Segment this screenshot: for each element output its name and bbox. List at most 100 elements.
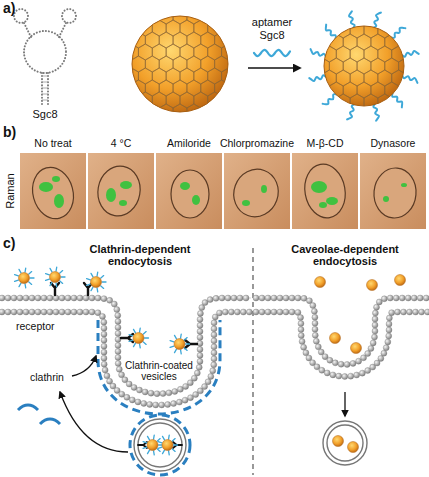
aptamer-strand	[91, 287, 93, 290]
lipid-head	[165, 401, 171, 407]
lipid-head	[271, 295, 277, 301]
reaction-arrow	[248, 67, 300, 69]
lipid-head	[315, 344, 321, 350]
nanoparticle-dot	[348, 442, 359, 453]
lipid-head	[101, 337, 107, 343]
lipid-head	[59, 295, 65, 301]
clathrin-coat	[98, 320, 220, 414]
raman-signal	[119, 200, 127, 206]
receptor-symbol	[185, 340, 197, 348]
aptamer-strand	[174, 444, 178, 445]
lipid-head	[101, 349, 107, 355]
lipid-head	[374, 304, 380, 310]
cell-membrane	[0, 295, 429, 408]
lipid-head	[11, 295, 17, 301]
lipid-head	[336, 373, 342, 379]
raman-signal	[180, 182, 190, 190]
aptamer-strand	[134, 343, 136, 346]
lipid-head	[344, 361, 350, 367]
lipid-head	[23, 295, 29, 301]
aptamer-strand	[143, 342, 146, 345]
aptamer-strand	[172, 439, 175, 442]
aptamer-strand	[24, 268, 26, 272]
raman-image	[88, 153, 154, 229]
lipid-head	[312, 314, 318, 320]
raman-signal	[319, 202, 327, 208]
aptamer-strand	[163, 450, 165, 453]
lipid-head	[99, 313, 105, 319]
particle-rim	[324, 26, 404, 106]
panel-label: c)	[3, 236, 15, 252]
lipid-head	[213, 295, 219, 301]
panel-label: a)	[3, 1, 15, 17]
lipid-head	[425, 309, 429, 315]
lipid-head	[283, 295, 289, 301]
aptamer-strand	[24, 284, 26, 288]
lipid-head	[211, 338, 217, 344]
aptamer-name: Sgc8	[32, 108, 57, 120]
aptamer-strand	[254, 50, 290, 56]
lipid-head	[136, 387, 142, 393]
lipid-head	[211, 326, 217, 332]
lipid-head	[411, 295, 417, 301]
lipid-head	[141, 400, 147, 406]
raman-signal	[311, 181, 327, 193]
lipid-layer	[0, 309, 252, 408]
lipid-head	[327, 357, 333, 363]
lipid-head	[5, 295, 11, 301]
aptamer-strand	[101, 276, 104, 279]
lipid-head	[386, 321, 392, 327]
raman-signal	[106, 188, 116, 202]
receptor-symbol	[84, 283, 92, 295]
lipid-head	[101, 361, 107, 367]
lipid-head	[53, 295, 59, 301]
lipid-head	[114, 307, 120, 313]
aptamer-strand	[46, 279, 50, 280]
aptamer-strand	[19, 269, 21, 272]
hairpin-stem	[24, 23, 31, 37]
lipid-head	[271, 309, 277, 315]
bilayer-guide	[256, 298, 428, 365]
lipid-head	[207, 297, 213, 303]
aptamer-strand	[15, 275, 19, 276]
lipid-head	[289, 309, 295, 315]
aptamer-strand	[55, 267, 57, 271]
image-background	[292, 153, 358, 229]
lipid-head	[65, 295, 71, 301]
divider-line	[252, 248, 253, 475]
image-background	[224, 153, 290, 229]
lipid-head	[116, 366, 122, 372]
lipid-head	[176, 399, 182, 405]
lipid-head	[211, 344, 217, 350]
lipid-head	[17, 309, 23, 315]
aptamer-strand	[61, 276, 65, 277]
lipid-head	[407, 309, 413, 315]
nanoparticle-dot	[19, 273, 30, 284]
aptamer-strand	[163, 436, 165, 439]
lipid-head	[395, 309, 401, 315]
lipid-head	[101, 355, 107, 361]
lipid-head	[101, 319, 107, 325]
lipid-head	[372, 316, 378, 322]
lipid-head	[381, 296, 387, 302]
lipid-layer	[253, 309, 429, 379]
raman-signal	[242, 200, 250, 206]
lipid-head	[202, 300, 208, 306]
aptamer-strand	[139, 328, 141, 332]
aptamer-strand	[168, 435, 170, 439]
lipid-head	[211, 332, 217, 338]
nanoparticle-dot	[162, 440, 173, 451]
aptamer-strand	[60, 281, 63, 284]
nanoparticle-dot	[330, 333, 341, 344]
lipid-head	[115, 318, 121, 324]
lipid-head	[311, 308, 317, 314]
lipid-head	[259, 309, 265, 315]
lipid-head	[197, 316, 203, 322]
lipid-head	[153, 402, 159, 408]
aptamer-strand	[153, 435, 155, 439]
base-pair	[42, 94, 48, 95]
lipid-head	[148, 390, 154, 396]
lipid-head	[102, 367, 108, 373]
lipid-head	[59, 309, 65, 315]
raman-signal	[383, 196, 389, 202]
